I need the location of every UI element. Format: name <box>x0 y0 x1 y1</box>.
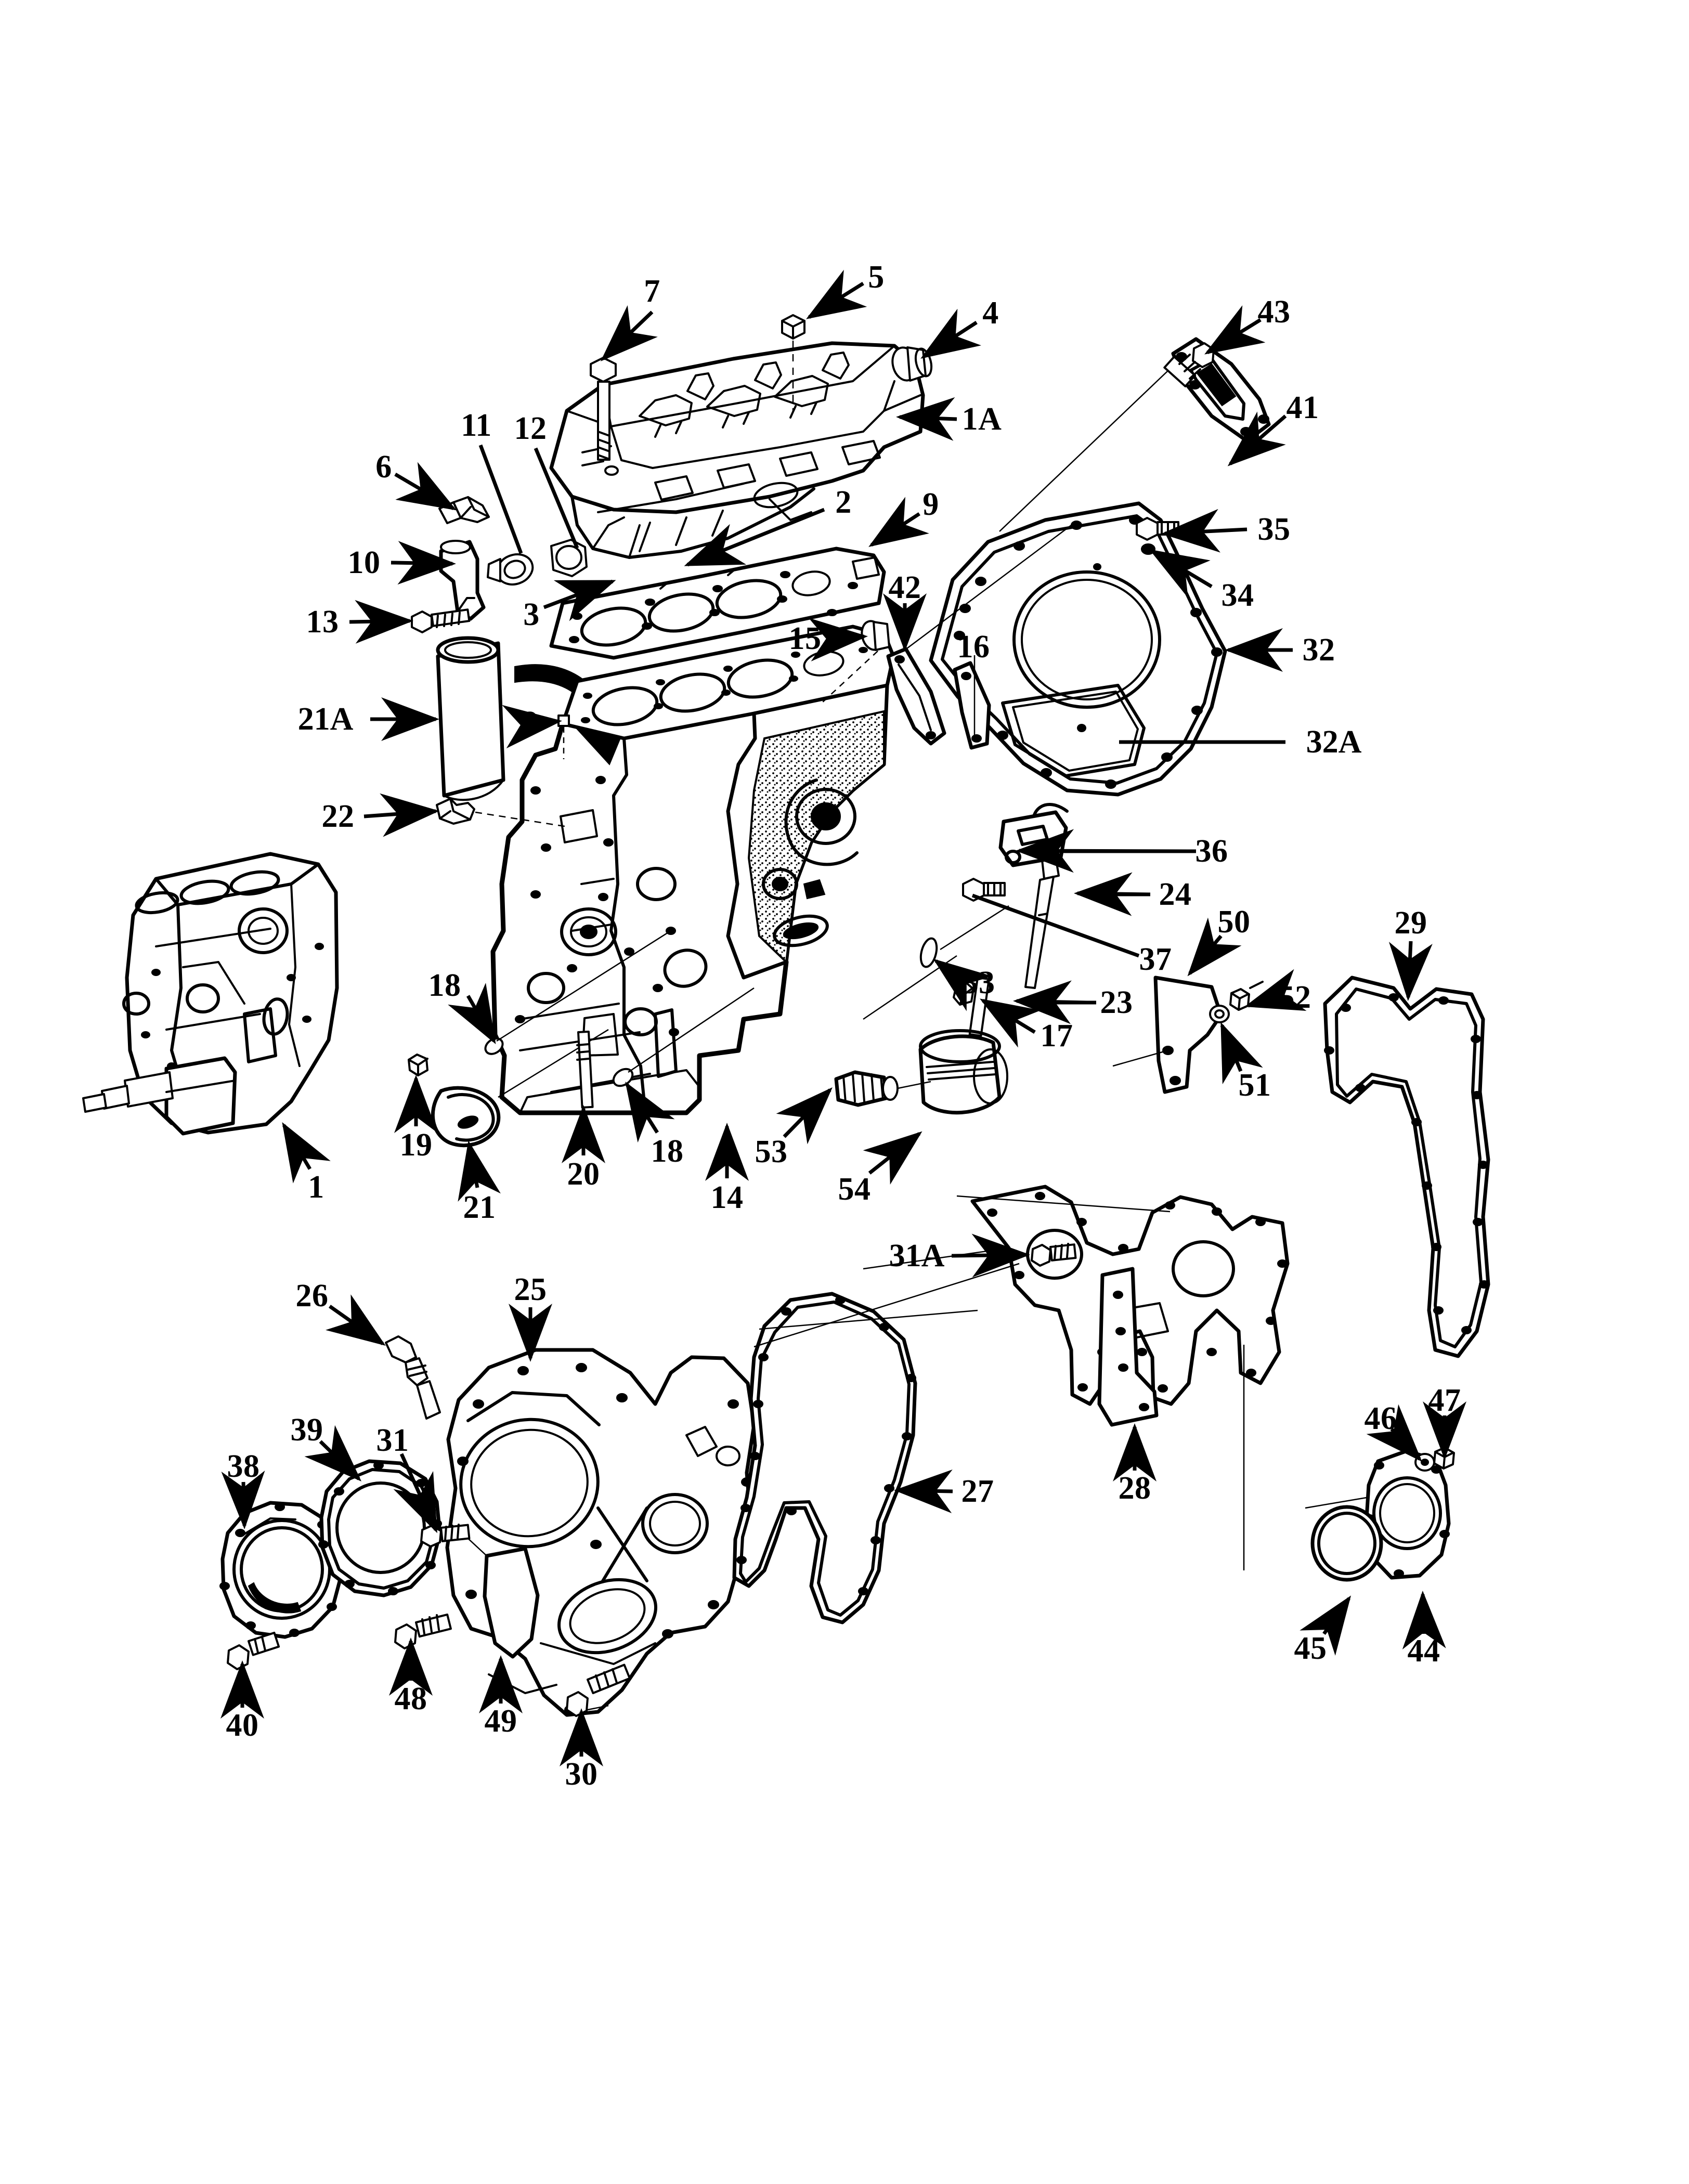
callout-label-19: 19 <box>399 1127 433 1163</box>
callout-label-18: 18 <box>428 968 461 1003</box>
bolt-48-part <box>394 1614 452 1649</box>
callout-label-1: 1 <box>308 1169 324 1205</box>
callout-label-22: 22 <box>321 799 355 834</box>
short-block-assembly-part <box>82 852 339 1136</box>
cap-screw-13-part <box>411 608 471 633</box>
callout-label-14: 14 <box>710 1180 744 1215</box>
callout-label-38: 38 <box>227 1449 260 1484</box>
callout-label-34: 34 <box>1221 578 1254 613</box>
stud-20-part <box>576 1030 594 1109</box>
callout-label-33: 33 <box>962 965 995 1000</box>
callout-label-48: 48 <box>394 1681 427 1717</box>
thermostat-housing-part <box>487 553 534 586</box>
callout-label-54: 54 <box>838 1172 871 1207</box>
callout-label-52: 52 <box>1278 980 1311 1015</box>
front-adapter-plate-part <box>863 1185 1290 1427</box>
callout-label-21a: 21A <box>297 701 354 737</box>
nut-52-washer-51 <box>1209 981 1264 1023</box>
leader-lines-plain <box>478 444 1285 1005</box>
callout-label-5: 5 <box>868 259 885 295</box>
callout-label-21: 21 <box>463 1190 496 1225</box>
nut-19-part <box>408 1054 428 1076</box>
callout-label-32: 32 <box>1302 632 1335 668</box>
callout-label-3: 3 <box>523 597 540 632</box>
callout-label-1a: 1A <box>962 401 1002 437</box>
callout-label-35: 35 <box>1257 512 1291 547</box>
head-nut-part <box>781 314 805 411</box>
callout-label-49: 49 <box>484 1704 517 1739</box>
callout-label-44: 44 <box>1407 1633 1440 1669</box>
thermostat-gasket-part <box>550 539 588 577</box>
screw-37-part <box>962 878 1006 902</box>
oil-pressure-fitting-part <box>436 798 568 828</box>
timing-gear-cover-part <box>445 1348 756 1717</box>
bolt-40-part <box>227 1631 280 1670</box>
cylinder-sleeve-part <box>436 636 505 801</box>
callout-label-16: 16 <box>957 629 990 665</box>
callout-label-6: 6 <box>375 449 392 485</box>
callout-label-40: 40 <box>226 1708 259 1743</box>
callout-label-37: 37 <box>1139 942 1172 977</box>
callout-label-23: 23 <box>1100 985 1133 1020</box>
callout-label-13: 13 <box>306 604 339 640</box>
callout-label-31: 31 <box>376 1423 409 1458</box>
dipstick-bracket-36-part <box>998 810 1068 867</box>
callout-label-45: 45 <box>1294 1631 1327 1666</box>
callout-label-20: 20 <box>567 1156 600 1192</box>
callout-label-7: 7 <box>644 274 660 309</box>
leader-lines <box>220 269 1466 1766</box>
callout-label-29: 29 <box>1394 905 1427 941</box>
callout-label-51: 51 <box>1238 1068 1271 1103</box>
timing-cover-gasket-27-part <box>732 1263 1020 1624</box>
callout-label-46: 46 <box>1364 1401 1397 1436</box>
callout-label-8: 8 <box>522 705 538 740</box>
callout-label-28: 28 <box>1118 1471 1151 1506</box>
callout-label-11: 11 <box>461 408 492 443</box>
callout-label-25: 25 <box>514 1272 547 1307</box>
callout-label-18: 18 <box>651 1134 684 1169</box>
callout-label-41: 41 <box>1286 390 1319 425</box>
callout-label-17: 17 <box>1040 1018 1073 1054</box>
lifting-bracket-42-part <box>886 525 1072 746</box>
bolt-43-part <box>1163 342 1215 387</box>
cover-fitting-26-part <box>385 1335 441 1420</box>
cylinder-head-part <box>549 341 925 559</box>
callout-label-27: 27 <box>961 1474 994 1509</box>
elbow-fitting-part <box>439 540 486 621</box>
sleeve-install-arrow <box>514 664 630 765</box>
callout-label-30: 30 <box>565 1757 598 1792</box>
capscrew-31A-part <box>1031 1243 1077 1267</box>
callout-label-47: 47 <box>1428 1383 1461 1418</box>
rear-plate-50-part <box>1112 976 1223 1094</box>
temperature-sender-part <box>438 496 490 524</box>
head-gasket-part <box>549 547 886 660</box>
callout-label-43: 43 <box>1257 294 1291 330</box>
callout-label-4: 4 <box>982 295 999 331</box>
callout-label-12: 12 <box>514 411 547 446</box>
oil-filter-adapter-part <box>834 1070 931 1107</box>
callout-label-10: 10 <box>347 545 381 580</box>
callout-label-50: 50 <box>1217 904 1251 940</box>
callout-label-39: 39 <box>290 1412 323 1448</box>
waterpump-seal-45-part <box>1310 1505 1383 1582</box>
bracket-16-part <box>953 655 991 750</box>
callout-label-31a: 31A <box>889 1238 945 1273</box>
callout-label-26: 26 <box>295 1278 329 1314</box>
cover-plate-49-part <box>457 1528 540 1659</box>
callout-label-53: 53 <box>755 1134 788 1169</box>
bolt-31-part <box>420 1524 471 1548</box>
callout-label-2: 2 <box>835 485 852 520</box>
callout-label-42: 42 <box>888 570 921 605</box>
cylinder-block-part <box>490 625 895 1115</box>
callout-label-36: 36 <box>1195 834 1228 869</box>
callout-label-32a: 32A <box>1306 724 1362 760</box>
pan-gasket-29-part <box>1323 976 1490 1358</box>
rear-seal-gasket-39-part <box>318 1459 442 1597</box>
callout-label-9: 9 <box>923 487 939 522</box>
callout-label-24: 24 <box>1159 877 1192 912</box>
oil-filter-part <box>918 1029 1008 1115</box>
callout-label-15: 15 <box>788 621 822 656</box>
